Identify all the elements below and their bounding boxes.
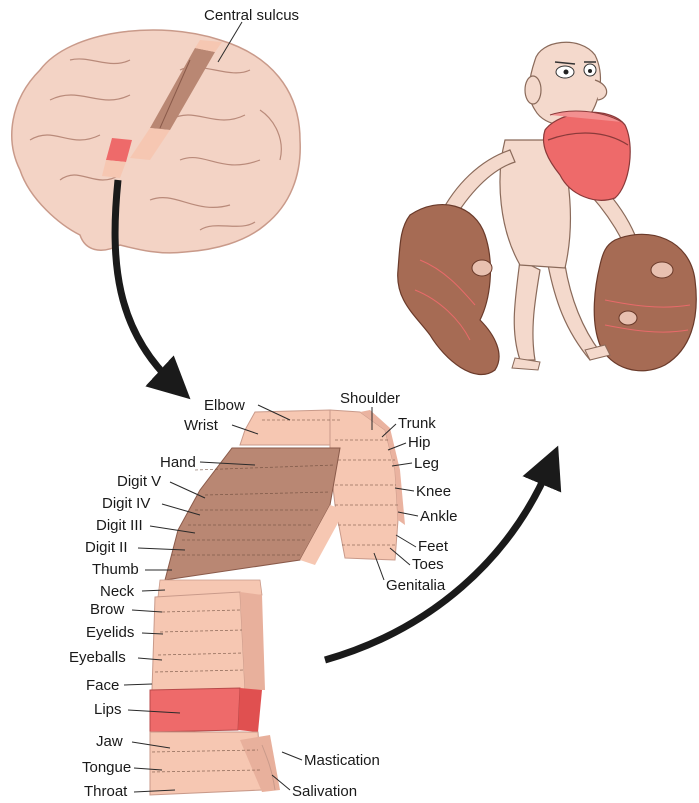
label-eyeballs: Eyeballs [69, 649, 126, 666]
label-trunk: Trunk [398, 415, 436, 432]
label-wrist: Wrist [184, 417, 219, 434]
label-hip: Hip [408, 434, 431, 451]
label-neck: Neck [100, 583, 135, 600]
label-tongue: Tongue [82, 759, 131, 776]
label-shoulder: Shoulder [340, 390, 400, 407]
label-toes: Toes [412, 556, 444, 573]
label-digit-v: Digit V [117, 473, 161, 490]
label-feet: Feet [418, 538, 449, 555]
label-lips: Lips [94, 701, 122, 718]
label-face: Face [86, 677, 119, 694]
label-salivation: Salivation [292, 783, 357, 800]
label-leg: Leg [414, 455, 439, 472]
homunculus-left-hand [398, 205, 499, 375]
label-digit-iii: Digit III [96, 517, 143, 534]
label-eyelids: Eyelids [86, 624, 134, 641]
homunculus-figure [398, 42, 697, 374]
homunculus-right-hand [594, 234, 696, 370]
label-jaw: Jaw [96, 733, 123, 750]
label-thumb: Thumb [92, 561, 139, 578]
label-ankle: Ankle [420, 508, 458, 525]
brain-illustration [12, 30, 300, 253]
label-elbow: Elbow [204, 397, 245, 414]
label-genitalia: Genitalia [386, 577, 446, 594]
label-mastication: Mastication [304, 752, 380, 769]
label-knee: Knee [416, 483, 451, 500]
label-hand: Hand [160, 454, 196, 471]
central-sulcus-label: Central sulcus [204, 7, 299, 24]
label-brow: Brow [90, 601, 124, 618]
strip-lips-band [150, 688, 240, 732]
label-digit-iv: Digit IV [102, 495, 150, 512]
label-throat: Throat [84, 783, 128, 800]
label-digit-ii: Digit II [85, 539, 128, 556]
